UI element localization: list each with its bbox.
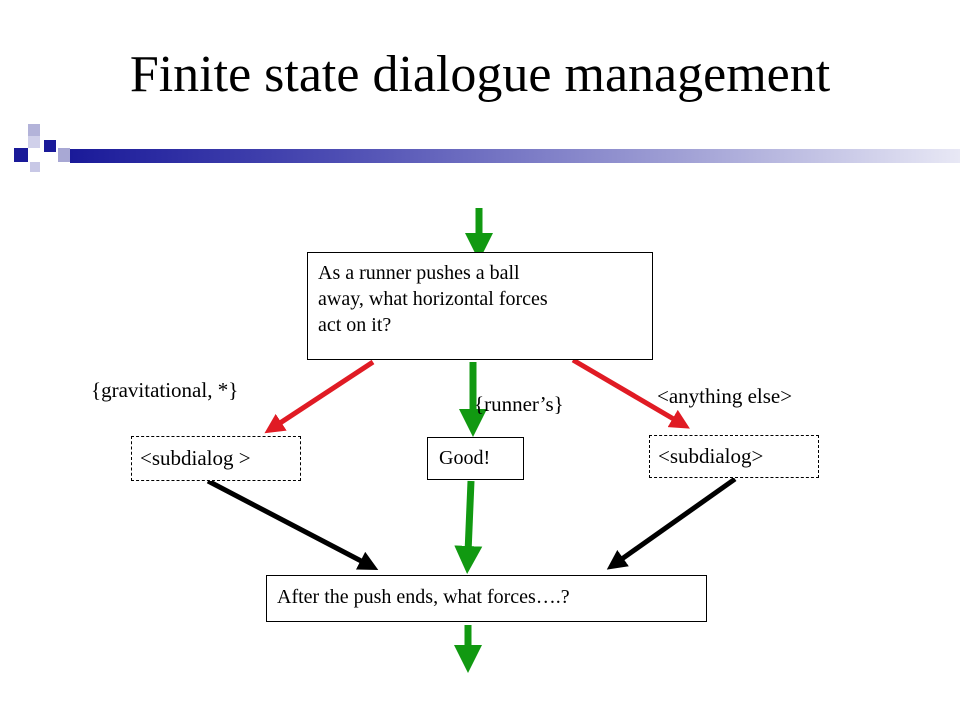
corner-square-light-top	[28, 124, 40, 136]
good-box: Good!	[427, 437, 524, 480]
question-line-3: act on it?	[318, 314, 392, 336]
corner-square-light-right	[58, 148, 70, 162]
edge-label-left: {gravitational, *}	[91, 378, 239, 402]
arrow-to-right-subdialog	[571, 357, 690, 429]
arrow-good-to-next	[454, 480, 483, 574]
title-underline-bar	[70, 149, 960, 163]
corner-square-dark-left	[14, 148, 28, 162]
slide-title: Finite state dialogue management	[129, 46, 831, 103]
good-label: Good!	[439, 447, 491, 469]
edge-label-middle: {runner’s}	[474, 392, 564, 416]
question-line-1: As a runner pushes a ball	[318, 262, 520, 284]
arrow-right-to-next	[606, 476, 737, 570]
edge-label-right: <anything else>	[657, 384, 793, 408]
question-box: As a runner pushes a ball away, what hor…	[307, 252, 653, 360]
right-subdialog-box: <subdialog>	[649, 435, 819, 478]
question-line-2: away, what horizontal forces	[318, 288, 548, 310]
next-question-box: After the push ends, what forces….?	[266, 575, 707, 622]
left-subdialog-label: <subdialog >	[140, 446, 251, 470]
corner-square-light-bottom	[30, 162, 40, 172]
corner-square-dark-mid	[44, 140, 56, 152]
next-question-label: After the push ends, what forces….?	[277, 586, 570, 608]
corner-square-light-left	[28, 136, 40, 148]
arrow-to-left-subdialog	[264, 359, 375, 434]
right-subdialog-label: <subdialog>	[658, 444, 764, 468]
left-subdialog-box: <subdialog >	[131, 436, 301, 481]
arrow-left-to-next	[206, 478, 379, 570]
